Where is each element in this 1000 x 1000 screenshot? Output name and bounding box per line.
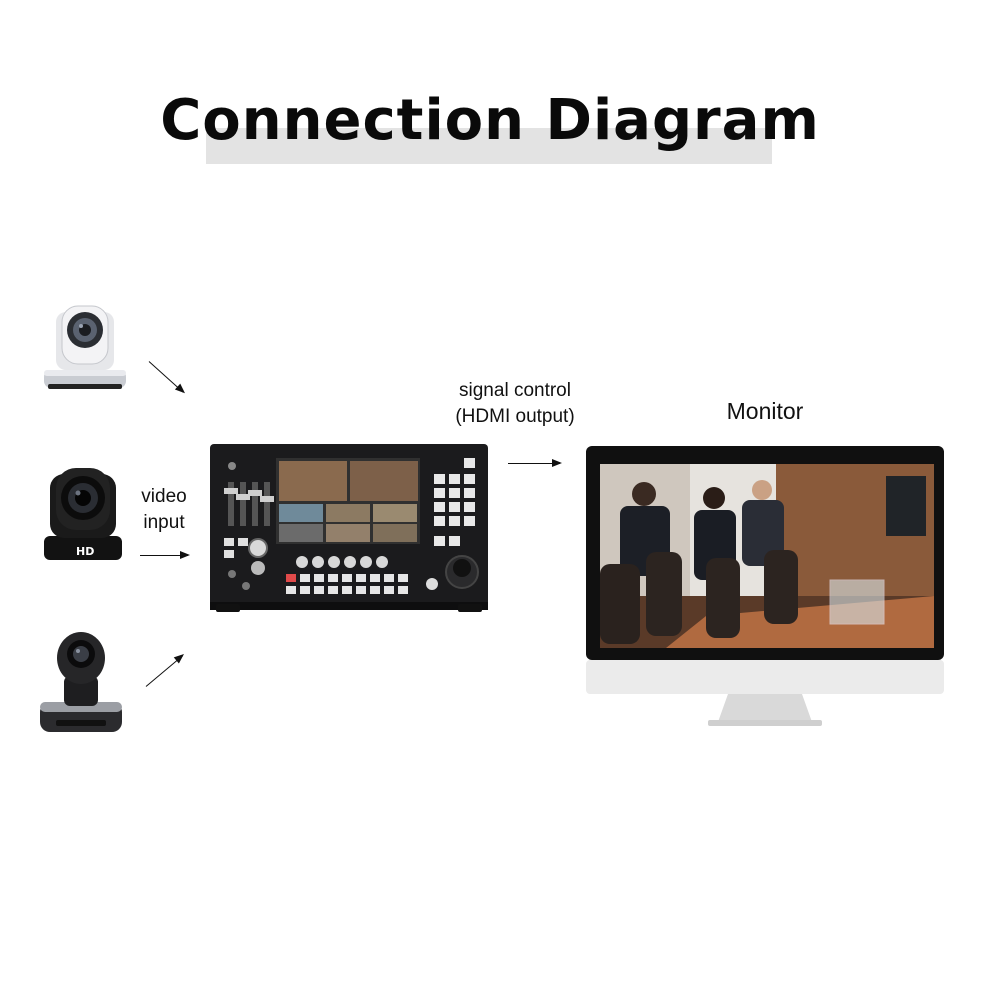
arrow-camera3-to-switcher — [145, 655, 184, 687]
ptz-camera-dark-icon — [36, 624, 126, 736]
arrow-camera1-to-switcher — [148, 361, 184, 393]
signal-control-line1: signal control — [459, 380, 571, 401]
hd-badge: HD — [76, 545, 94, 558]
video-input-line1: video — [141, 486, 187, 507]
video-input-line2: input — [143, 512, 185, 533]
signal-control-line2: (HDMI output) — [455, 406, 575, 427]
video-switcher-controller — [210, 444, 488, 612]
video-input-label: video input — [124, 484, 204, 536]
monitor-label: Monitor — [726, 398, 804, 424]
monitor-display — [586, 446, 946, 736]
arrow-switcher-to-monitor — [508, 459, 562, 467]
arrow-camera2-to-switcher — [140, 551, 190, 559]
signal-control-label: signal control (HDMI output) — [440, 378, 590, 430]
ptz-camera-black-hd-icon: HD — [42, 464, 124, 564]
title-highlight-band — [206, 128, 772, 164]
diagram-title: Connection Diagram — [160, 88, 820, 153]
ptz-camera-silver-icon — [40, 300, 130, 392]
